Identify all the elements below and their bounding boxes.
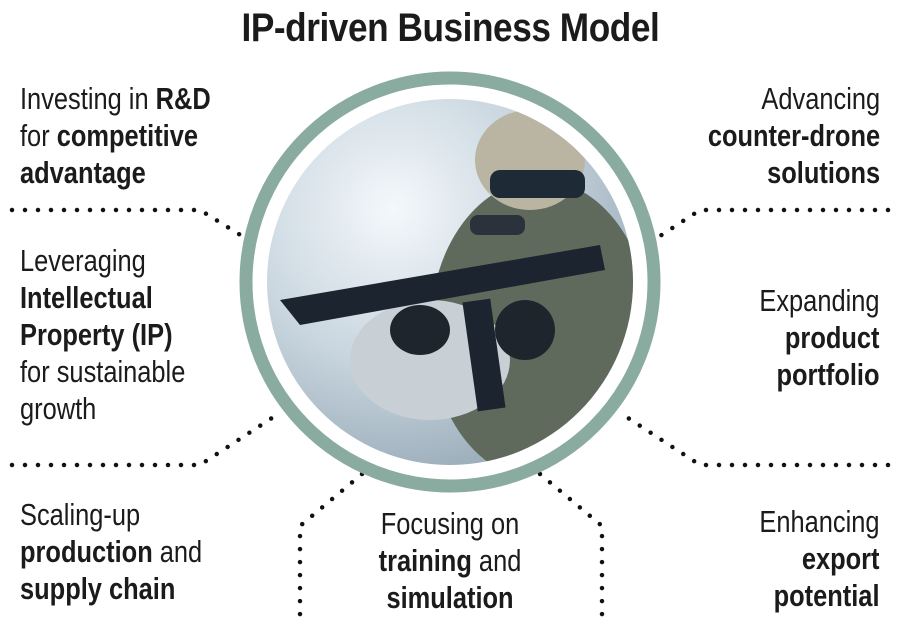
connector-rd (9, 207, 245, 239)
item-training: Focusing on training and simulation (378, 506, 522, 615)
item-ip: Leveraging Intellectual Property (IP) fo… (20, 243, 186, 426)
connector-portfolio (619, 411, 891, 468)
item-counter-drone: Advancing counter-drone solutions (707, 81, 880, 190)
item-export: Enhancing export potential (759, 504, 880, 613)
item-production: Scaling-up production and supply chain (20, 497, 203, 606)
connector-training (297, 471, 365, 623)
connector-drone (657, 207, 891, 239)
page-title: IP-driven Business Model (241, 6, 659, 50)
soldier-photo (267, 99, 633, 465)
item-portfolio: Expanding product portfolio (759, 283, 880, 392)
dotted-connectors (9, 207, 891, 623)
teal-ring (239, 71, 661, 493)
item-rd: Investing in R&D for competitive advanta… (20, 81, 211, 190)
connector-training-right (537, 471, 605, 623)
